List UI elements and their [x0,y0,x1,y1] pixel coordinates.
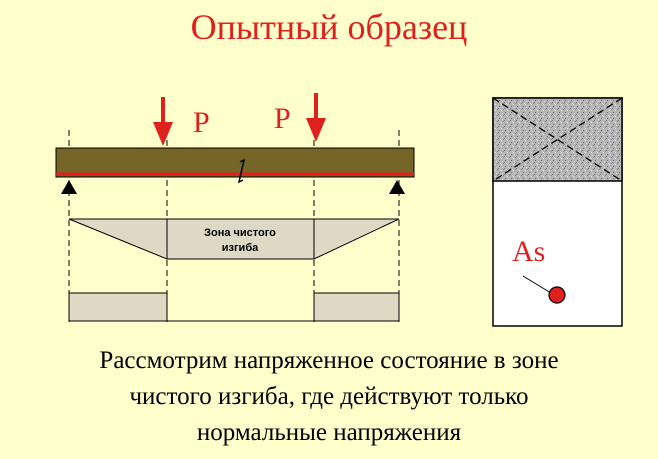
page-title: Опытный образец [190,7,468,47]
load-arrow-left [153,97,173,146]
rebar-label: As [512,235,545,268]
caption: Рассмотрим напряженное состояние в зоне … [0,343,658,451]
caption-line-2: чистого изгиба, где действуют только [129,383,529,410]
caption-line-1: Рассмотрим напряженное состояние в зоне [99,347,559,374]
moment-diagram: Зона чистого изгиба [68,218,400,260]
load-arrow-right [306,93,326,142]
load-label-right: P [274,102,291,135]
cross-section: As [492,97,623,327]
zone-label-line2: изгиба [222,242,259,254]
zone-label-line1: Зона чистого [204,227,276,239]
shear-diagram [68,292,400,322]
right-support-triangle [389,180,405,194]
rebar-leader-line [522,275,552,294]
beam [55,147,415,184]
load-label-left: P [193,106,210,139]
rebar-circle [548,286,566,304]
shear-block-left [68,292,168,322]
section-cut-mark [237,158,246,184]
left-support-triangle [61,180,77,194]
shear-block-right [313,292,400,322]
caption-line-3: нормальные напряжения [196,419,462,446]
beam-body [55,147,415,178]
